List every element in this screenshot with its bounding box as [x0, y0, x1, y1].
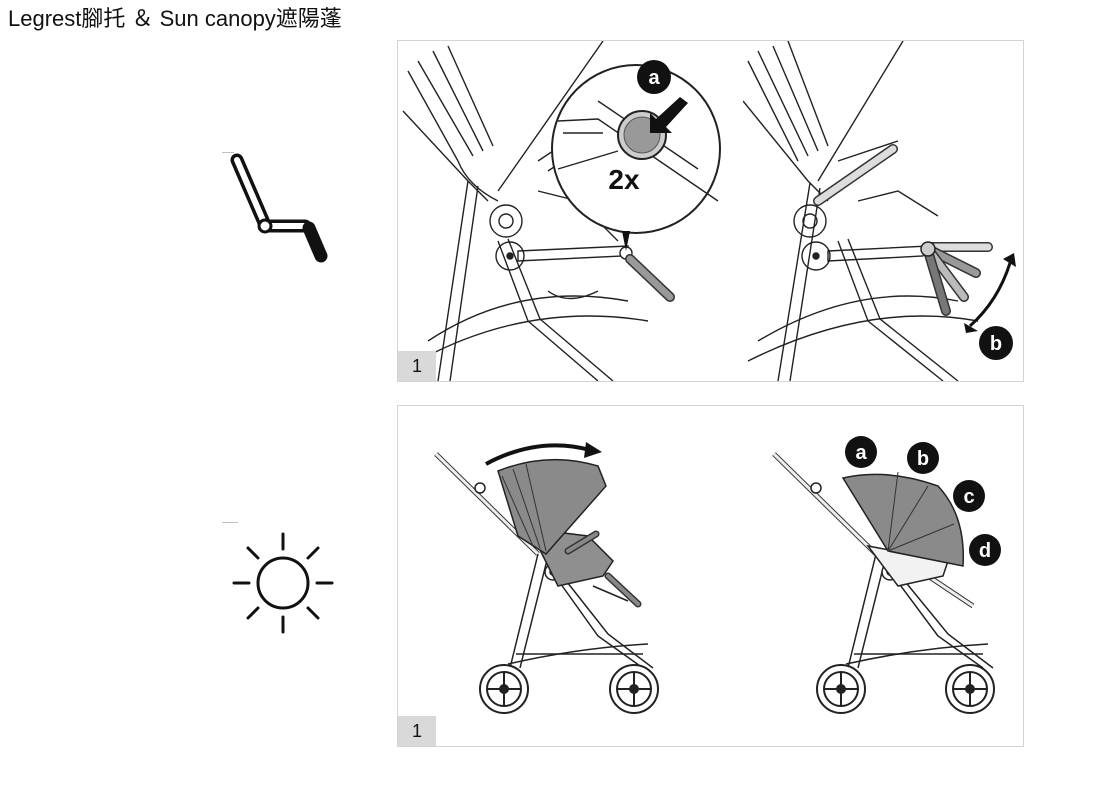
divider-line: [222, 152, 234, 153]
callout-b: b: [990, 333, 1002, 355]
canopy-illustration: a b c d: [434, 436, 1001, 714]
callout-c: c: [963, 486, 974, 508]
legrest-icon: [230, 153, 328, 263]
sun-icon: [232, 532, 334, 634]
step-number: 1: [398, 716, 436, 746]
callout-a: a: [855, 442, 867, 464]
callout-a: a: [648, 67, 660, 89]
canopy-instruction-panel: a b c d 1: [397, 405, 1024, 747]
legrest-instruction-panel: a 2x: [397, 40, 1024, 382]
legrest-illustration: a 2x: [402, 41, 1016, 381]
divider-line: [222, 522, 238, 523]
multiplier-label: 2x: [608, 164, 640, 195]
callout-d: d: [979, 540, 991, 562]
callout-b: b: [917, 448, 929, 470]
page-title: Legrest腳托 ＆ Sun canopy遮陽蓬: [8, 6, 342, 31]
step-number: 1: [398, 351, 436, 381]
